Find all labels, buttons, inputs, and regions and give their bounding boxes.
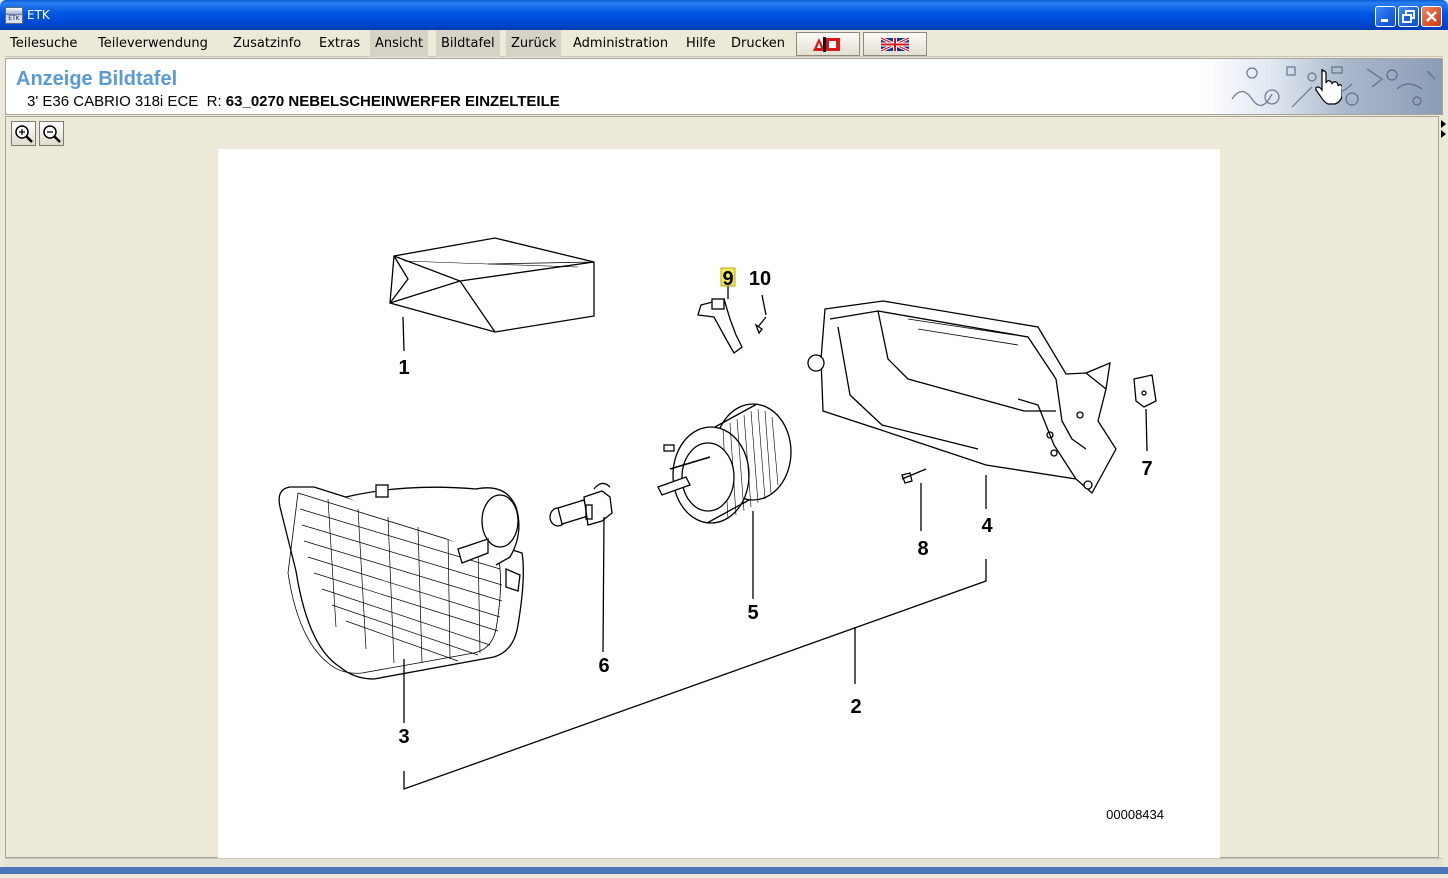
breadcrumb: 3' E36 CABRIO 318i ECE R: 63_0270 NEBELS… bbox=[27, 93, 560, 110]
zoom-out-icon bbox=[43, 125, 61, 143]
uk-flag-icon bbox=[880, 36, 910, 53]
menu-administration[interactable]: Administration bbox=[573, 36, 669, 51]
assembly-bracket-lines bbox=[403, 559, 987, 790]
leader-line-10 bbox=[761, 294, 767, 316]
restore-icon bbox=[1402, 10, 1415, 23]
bottom-border bbox=[0, 867, 1448, 874]
part-6-bulb[interactable] bbox=[549, 482, 613, 527]
menu-bar: Teilesuche Teileverwendung Zusatzinfo Ex… bbox=[5, 30, 1443, 57]
ref-prefix: R: bbox=[206, 93, 222, 110]
part-label-9[interactable]: 9 bbox=[722, 268, 733, 290]
fog-light-exploded-diagram: 1 2 3 4 5 6 7 8 9 10 00008434 bbox=[278, 237, 1164, 822]
minimize-icon bbox=[1381, 19, 1388, 22]
menu-zusatzinfo[interactable]: Zusatzinfo bbox=[233, 36, 302, 51]
part-3-lens-reflector[interactable] bbox=[278, 484, 524, 680]
part-label-4[interactable]: 4 bbox=[981, 515, 993, 537]
leader-line-1 bbox=[402, 316, 405, 352]
zoom-out-button[interactable] bbox=[39, 121, 64, 146]
ao-flag-icon bbox=[813, 37, 840, 52]
restore-button[interactable] bbox=[1398, 6, 1419, 27]
leader-line-7 bbox=[1145, 408, 1148, 452]
vertical-scrollbar[interactable] bbox=[1439, 116, 1448, 858]
part-4-housing[interactable] bbox=[807, 300, 1117, 495]
part-label-6[interactable]: 6 bbox=[598, 655, 609, 677]
part-10-screw[interactable] bbox=[754, 316, 767, 335]
part-5-bulb-socket[interactable] bbox=[657, 403, 792, 524]
scroll-arrows-icon bbox=[1441, 120, 1446, 138]
minimize-button[interactable] bbox=[1375, 6, 1396, 27]
part-9-clip[interactable] bbox=[697, 298, 743, 354]
leader-line-6 bbox=[602, 516, 605, 653]
menu-drucken[interactable]: Drucken bbox=[731, 36, 786, 51]
parts-diagram-canvas: 1 2 3 4 5 6 7 8 9 10 00008434 bbox=[218, 149, 1220, 859]
zoom-in-button[interactable] bbox=[11, 121, 36, 146]
part-8-screw[interactable] bbox=[901, 468, 927, 484]
part-label-8[interactable]: 8 bbox=[917, 538, 928, 560]
window-title: ETK bbox=[27, 8, 50, 22]
title-bar: ETK ETK bbox=[0, 0, 1448, 30]
part-label-5[interactable]: 5 bbox=[747, 602, 758, 624]
page-title: Anzeige Bildtafel bbox=[16, 68, 178, 90]
part-label-10[interactable]: 10 bbox=[749, 268, 771, 290]
menu-bildtafel[interactable]: Bildtafel bbox=[436, 30, 500, 57]
vehicle-label: 3' E36 CABRIO 318i ECE bbox=[27, 93, 199, 110]
close-button[interactable] bbox=[1421, 6, 1442, 27]
part-1-box[interactable] bbox=[389, 237, 595, 333]
menu-hilfe[interactable]: Hilfe bbox=[686, 36, 716, 51]
ao-flag-button[interactable] bbox=[796, 32, 860, 56]
menu-teilesuche[interactable]: Teilesuche bbox=[10, 36, 78, 51]
etk-app-icon[interactable]: ETK bbox=[5, 7, 23, 24]
header-panel: Anzeige Bildtafel 3' E36 CABRIO 318i ECE… bbox=[5, 58, 1443, 115]
part-9-highlight bbox=[720, 267, 736, 287]
zoom-in-icon bbox=[15, 125, 33, 143]
menu-ansicht[interactable]: Ansicht bbox=[370, 30, 429, 57]
ref-title: 63_0270 NEBELSCHEINWERFER EINZELTEILE bbox=[225, 93, 560, 110]
menu-extras[interactable]: Extras bbox=[319, 36, 361, 51]
drawing-number: 00008434 bbox=[1106, 807, 1164, 822]
hand-cursor-icon bbox=[1315, 69, 1342, 105]
part-label-2[interactable]: 2 bbox=[850, 696, 861, 718]
header-parts-artwork bbox=[1202, 59, 1442, 114]
close-icon bbox=[1426, 11, 1437, 22]
uk-flag-button[interactable] bbox=[863, 32, 927, 56]
part-7-nut-clip[interactable] bbox=[1133, 374, 1157, 408]
diagram-viewer: 1 2 3 4 5 6 7 8 9 10 00008434 bbox=[5, 116, 1439, 859]
part-label-3[interactable]: 3 bbox=[398, 726, 409, 748]
horizontal-scrollbar[interactable] bbox=[5, 858, 1443, 872]
menu-teileverwendung[interactable]: Teileverwendung bbox=[98, 36, 208, 51]
part-label-1[interactable]: 1 bbox=[398, 357, 409, 379]
part-label-7[interactable]: 7 bbox=[1141, 458, 1152, 480]
menu-zurueck[interactable]: Zurück bbox=[506, 30, 562, 57]
